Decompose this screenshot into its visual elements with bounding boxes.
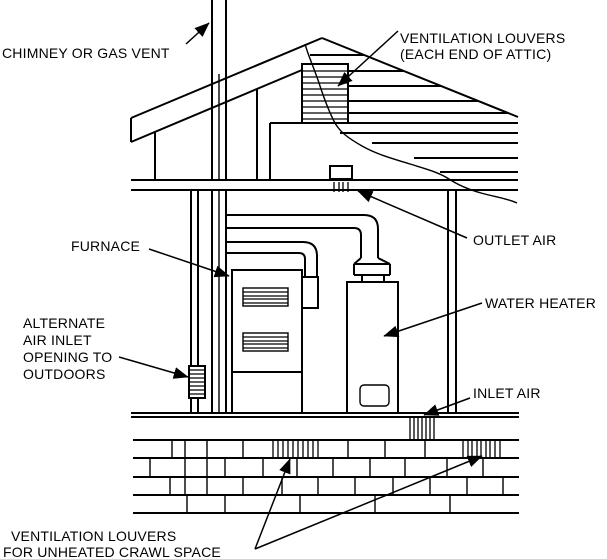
label-chimney: CHIMNEY OR GAS VENT — [2, 45, 170, 61]
label-water-heater: WATER HEATER — [485, 295, 596, 311]
leader-lines — [118, 22, 483, 550]
alternate-air-inlet-louver — [188, 365, 206, 399]
right-wall — [447, 190, 457, 413]
chimney-leader — [185, 22, 210, 45]
furnace-grille-lower — [242, 332, 289, 352]
draft-hood — [353, 257, 391, 282]
crawl-space-louver-right — [462, 440, 501, 458]
break-line — [304, 43, 518, 204]
alt-inlet-leader — [118, 356, 189, 379]
foundation-wall — [133, 439, 519, 514]
chimney-gas-vent — [211, 0, 227, 413]
crawl-space-louver-left — [272, 440, 319, 458]
labels: CHIMNEY OR GAS VENT VENTILATION LOUVERS … — [2, 30, 596, 559]
attic-gable-siding — [154, 54, 518, 180]
furnace-grille-upper — [242, 287, 289, 307]
crawl-louver-leader-left — [254, 458, 291, 550]
label-crawl-louvers-1: VENTILATION LOUVERS — [11, 528, 176, 544]
attic-louver-leader — [337, 30, 399, 87]
label-outlet-air: OUTLET AIR — [473, 232, 556, 248]
label-alt-inlet-2: AIR INLET — [23, 332, 92, 348]
left-wall — [190, 190, 199, 413]
label-alt-inlet-1: ALTERNATE — [23, 315, 105, 331]
furnace — [231, 269, 303, 414]
label-inlet-air: INLET AIR — [473, 385, 541, 401]
water-heater-access-panel — [359, 384, 390, 407]
chimney-foundation-pier — [184, 440, 208, 495]
crawl-louver-leader-right — [254, 455, 483, 550]
label-attic-louvers-2: (EACH END OF ATTIC) — [400, 46, 551, 62]
label-furnace: FURNACE — [71, 238, 140, 254]
label-attic-louvers-1: VENTILATION LOUVERS — [400, 30, 565, 46]
outlet-air-vent — [329, 165, 353, 192]
label-alt-inlet-3: OPENING TO — [23, 349, 112, 365]
label-alt-inlet-4: OUTDOORS — [23, 366, 106, 382]
furnace-vent-connector — [226, 241, 319, 309]
water-heater-vent-connector — [226, 214, 379, 258]
attic-louver — [301, 63, 349, 124]
inlet-air-vent — [409, 417, 435, 440]
water-heater — [346, 257, 399, 414]
ceiling — [131, 179, 518, 191]
outlet-air-leader — [357, 190, 468, 239]
label-crawl-louvers-2: FOR UNHEATED CRAWL SPACE — [3, 544, 221, 559]
furnace-vent-collar — [301, 276, 319, 309]
water-heater-leader — [383, 302, 483, 338]
inlet-air-leader — [423, 397, 471, 416]
furnace-leader — [148, 248, 230, 278]
floor — [131, 412, 519, 418]
